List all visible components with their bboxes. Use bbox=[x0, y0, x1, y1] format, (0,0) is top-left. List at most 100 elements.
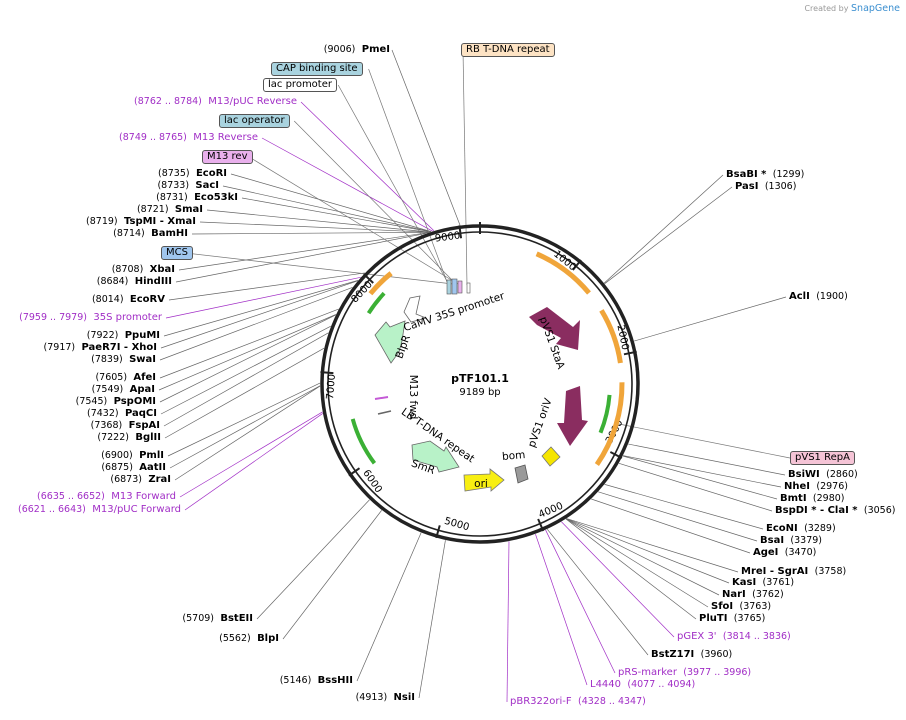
orange-feature-arc bbox=[599, 309, 623, 364]
site-bsabi: BsaBI * (1299) bbox=[726, 169, 804, 181]
feature-box-mcs: MCS bbox=[161, 246, 193, 260]
site-name: FspAI bbox=[128, 420, 160, 431]
site-coordinate: (3056) bbox=[863, 505, 896, 516]
site-coordinate: (7432) bbox=[87, 408, 119, 419]
site-name: SwaI bbox=[129, 354, 156, 365]
plasmid-size: 9189 bp bbox=[459, 387, 500, 398]
site-coordinate: (3762) bbox=[752, 589, 784, 600]
site-leader-line bbox=[418, 540, 446, 699]
site-coordinate: (5709) bbox=[182, 613, 214, 624]
site-leader-line bbox=[167, 382, 321, 457]
site-saci: (8733) SacI bbox=[157, 180, 219, 192]
site-xbai: (8708) XbaI bbox=[112, 264, 175, 276]
site-name: MreI - SgrAI bbox=[741, 566, 809, 577]
primer-l4440: L4440 (4077 .. 4094) bbox=[590, 679, 695, 691]
site-leader-line bbox=[546, 528, 649, 656]
primer-leader-line bbox=[261, 137, 433, 232]
primer-pbr322ori-f: pBR322ori-F (4328 .. 4347) bbox=[510, 696, 646, 708]
site-coordinate: (6873) bbox=[110, 474, 142, 485]
green-feature-arc bbox=[598, 394, 612, 434]
tick-label: 7000 bbox=[325, 374, 338, 400]
primer-name: pRS-marker bbox=[618, 667, 677, 678]
site-leader-line bbox=[628, 443, 786, 476]
site-leader-line bbox=[623, 455, 782, 488]
site-leader-line bbox=[603, 174, 724, 284]
site-leader-line bbox=[565, 518, 697, 620]
feature-box-cap-binding-site: CAP binding site bbox=[271, 62, 363, 76]
site-bsteii: (5709) BstEII bbox=[182, 613, 253, 625]
site-name: BlpI bbox=[257, 633, 279, 644]
site-name: BamHI bbox=[151, 228, 188, 239]
site-name: PmlI bbox=[139, 450, 164, 461]
bom-block bbox=[514, 464, 529, 484]
site-name: PaqCI bbox=[124, 408, 157, 419]
green-feature-arc bbox=[350, 418, 377, 465]
site-coordinate: (3758) bbox=[814, 566, 847, 577]
snapgene-credit: Created by SnapGene bbox=[804, 3, 900, 14]
m13-fwd-mark bbox=[374, 396, 389, 400]
site-bsshii: (5146) BssHII bbox=[280, 675, 353, 687]
site-hindiii: (8684) HindIII bbox=[97, 276, 172, 288]
site-name: XbaI bbox=[149, 264, 175, 275]
site-name: Eco53kI bbox=[194, 192, 238, 203]
site-mrei-sgrai: MreI - SgrAI (3758) bbox=[741, 566, 846, 578]
site-name: BstEII bbox=[220, 613, 253, 624]
site-ecori: (8735) EcoRI bbox=[158, 168, 227, 180]
site-name: AfeI bbox=[133, 372, 156, 383]
site-leader-line bbox=[622, 455, 778, 500]
site-nsii: (4913) NsiI bbox=[356, 692, 415, 704]
site-coordinate: (7549) bbox=[91, 384, 124, 395]
primer-name: 35S promoter bbox=[93, 312, 162, 323]
pvs1-staa-arrow bbox=[529, 307, 580, 350]
site-coordinate: (1299) bbox=[772, 169, 805, 180]
site-leader-line bbox=[230, 173, 432, 232]
site-pspomi: (7545) PspOMI bbox=[76, 396, 156, 408]
site-coordinate: (3289) bbox=[804, 523, 836, 534]
site-coordinate: (2860) bbox=[826, 469, 858, 480]
site-name: BsaI bbox=[760, 535, 785, 546]
site-coordinate: (7922) bbox=[86, 330, 119, 341]
tick-label: 9000 bbox=[434, 230, 461, 244]
site-name: AclI bbox=[789, 291, 810, 302]
site-coordinate: (3379) bbox=[790, 535, 822, 546]
site-coordinate: (8014) bbox=[91, 294, 124, 305]
site-leader-line bbox=[158, 314, 337, 391]
site-name: BstZ17I bbox=[651, 649, 695, 660]
site-coordinate: (8721) bbox=[136, 204, 169, 215]
site-name: BssHII bbox=[317, 675, 353, 686]
lb-repeat-mark bbox=[377, 410, 392, 415]
site-coordinate: (1900) bbox=[816, 291, 848, 302]
site-leader-line bbox=[618, 463, 773, 512]
primer-m13-forward: (6635 .. 6652) M13 Forward bbox=[37, 491, 176, 503]
site-leader-line bbox=[356, 532, 422, 682]
primer-m13-puc-reverse: (8762 .. 8784) M13/pUC Reverse bbox=[134, 96, 297, 108]
tick-mark bbox=[623, 350, 637, 356]
tick-mark bbox=[609, 451, 623, 459]
site-smai: (8721) SmaI bbox=[137, 204, 203, 216]
snapgene-logo-text: SnapGene bbox=[851, 3, 900, 14]
site-ecorv: (8014) EcoRV bbox=[92, 294, 165, 306]
site-acli: AclI (1900) bbox=[789, 291, 848, 303]
site-leader-line bbox=[566, 518, 739, 573]
feature-box-leader-line bbox=[337, 84, 449, 284]
site-eco53ki: (8731) Eco53kI bbox=[156, 192, 238, 204]
site-paqci: (7432) PaqCI bbox=[87, 408, 157, 420]
site-paer7i-xhoi: (7917) PaeR7I - XhoI bbox=[44, 342, 157, 354]
feature-box-lac-promoter: lac promoter bbox=[263, 78, 337, 92]
site-leader-line bbox=[634, 296, 787, 342]
tick-mark bbox=[537, 518, 545, 532]
primer-coordinate: (6621 .. 6643) bbox=[18, 504, 86, 515]
site-name: PluTI bbox=[699, 613, 728, 624]
primer-name: M13 Forward bbox=[111, 491, 176, 502]
feature-box-pvs1-repa: pVS1 RepA bbox=[790, 451, 855, 465]
cap-binding-site-mark bbox=[446, 279, 452, 295]
site-leader-line bbox=[159, 314, 336, 403]
primer-leader-line bbox=[165, 276, 361, 319]
site-bamhi: (8714) BamHI bbox=[113, 228, 188, 240]
primer-coordinate: (3977 .. 3996) bbox=[683, 667, 752, 678]
site-coordinate: (5146) bbox=[279, 675, 312, 686]
smr-arrow bbox=[411, 440, 460, 473]
rb-repeat-mark bbox=[466, 282, 471, 294]
site-name: BsaBI * bbox=[726, 169, 767, 180]
feature-box-leader-line bbox=[249, 156, 459, 285]
